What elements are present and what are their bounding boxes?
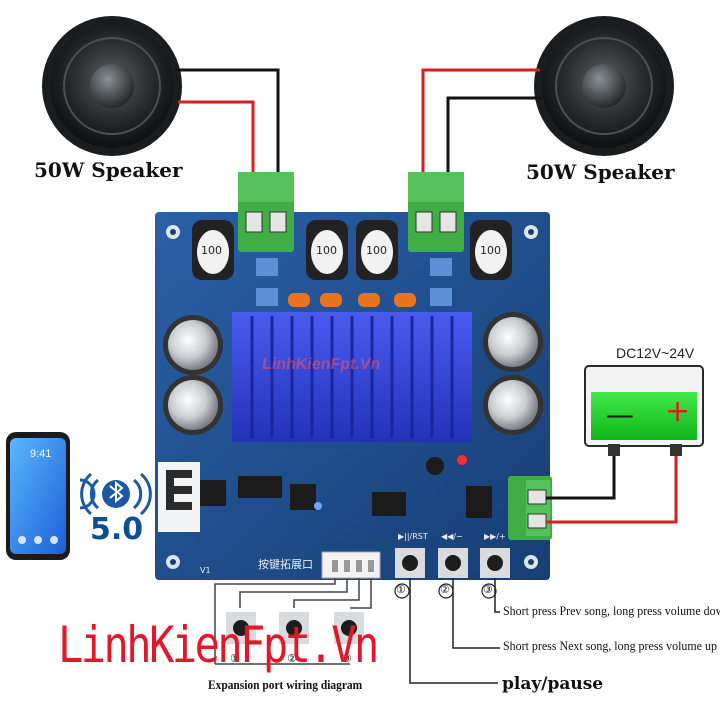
small-capacitors: [256, 258, 452, 307]
heatsink: [232, 312, 472, 442]
speaker-terminal-right: [408, 172, 464, 252]
expansion-buttons: [226, 612, 364, 644]
inductor-label-3: 100: [366, 244, 387, 257]
button-3-note: Short press Prev song, long press volume…: [503, 603, 720, 618]
button-callout-lines: [409, 578, 500, 684]
expansion-port-silk: 按键拓展口: [258, 558, 313, 571]
board-watermark: LinhKienFpt.Vn: [260, 356, 382, 373]
left-speaker: [42, 16, 182, 156]
bt-led: [314, 502, 322, 510]
battery-minus-label: —: [606, 398, 634, 431]
power-terminal: [508, 476, 552, 540]
right-speaker-label: 50W Speaker: [526, 160, 675, 184]
inductors: [192, 220, 512, 280]
brand-watermark: LinhKienFpt.Vn: [58, 616, 379, 674]
button-marker-3: ③: [483, 583, 493, 596]
smartphone: [6, 432, 70, 560]
ic-chips: [200, 457, 492, 518]
inductor-label-4: 100: [480, 244, 501, 257]
electrolytic-capacitors: [163, 312, 543, 435]
board-buttons: [395, 548, 510, 578]
power-led: [457, 455, 467, 465]
expansion-marker-2: ②: [287, 652, 297, 665]
button-silk-3: ▶▶/+: [484, 532, 506, 541]
bluetooth-icon: [79, 472, 152, 516]
dc-power-source: [584, 365, 704, 456]
button-marker-2: ②: [440, 583, 450, 596]
button-markers: [394, 583, 497, 599]
button-silk-2: ◀◀/−: [441, 532, 463, 541]
phone-time: 9:41: [30, 448, 52, 460]
power-wires: [546, 456, 678, 524]
battery-plus-label: +: [665, 394, 691, 429]
version-silk: V1: [200, 566, 211, 575]
expansion-caption: Expansion port wiring diagram: [208, 677, 363, 692]
button-silk-1: ▶||/RST: [398, 532, 428, 541]
bluetooth-version: 5.0: [90, 512, 144, 547]
button-2-note: Short press Next song, long press volume…: [503, 638, 717, 653]
speaker-wires: [175, 68, 543, 220]
bluetooth-module: [158, 462, 200, 532]
dc-voltage-label: DC12V~24V: [616, 345, 695, 361]
button-marker-1: ①: [396, 583, 406, 596]
button-1-note: play/pause: [502, 674, 604, 694]
speaker-terminal-left: [238, 172, 294, 252]
expansion-wiring: [214, 578, 372, 665]
expansion-marker-3: ③: [342, 652, 352, 665]
inductor-label-1: 100: [201, 244, 222, 257]
left-speaker-label: 50W Speaker: [34, 158, 183, 182]
right-speaker: [534, 16, 674, 156]
inductor-label-2: 100: [316, 244, 337, 257]
expansion-header: [321, 551, 381, 579]
expansion-marker-1: ①: [230, 652, 240, 665]
